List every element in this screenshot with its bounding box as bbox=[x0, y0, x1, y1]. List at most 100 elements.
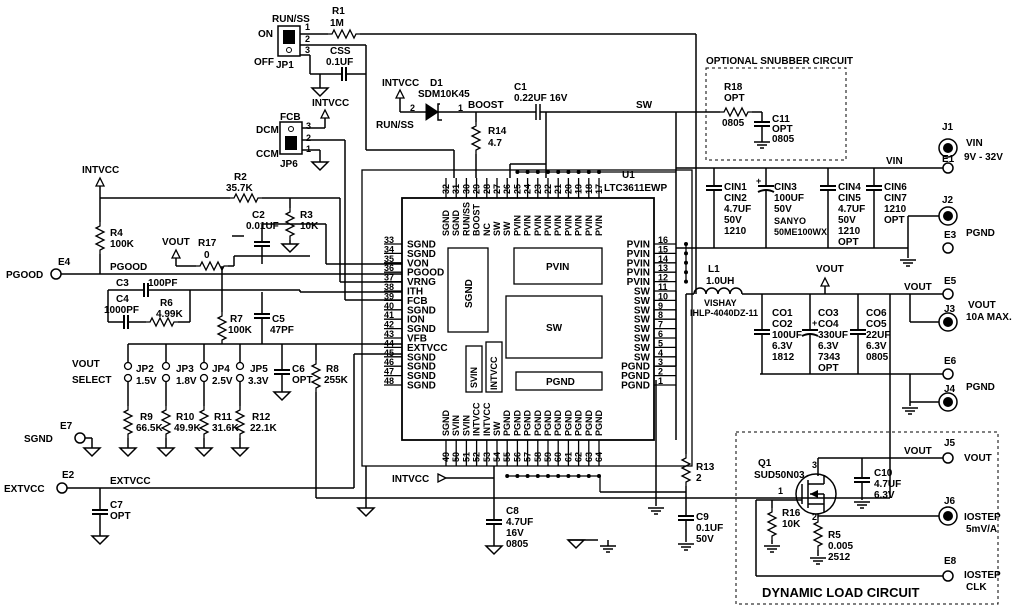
right-pin-num-10: 10 bbox=[658, 291, 668, 301]
e3-terminal[interactable] bbox=[942, 242, 954, 254]
bottom-pin-name-56: PGND bbox=[512, 409, 522, 436]
pgood-label: PGOOD bbox=[6, 270, 43, 281]
j5-terminal[interactable] bbox=[942, 452, 954, 464]
c10-capacitor bbox=[853, 467, 871, 493]
left-pin-name-35: VON bbox=[407, 258, 429, 269]
left-pin-name-40: SGND bbox=[407, 305, 436, 316]
svg-text:C9: C9 bbox=[696, 512, 709, 523]
e5-terminal[interactable] bbox=[942, 288, 954, 300]
r6-ref: R6 bbox=[160, 298, 173, 309]
right-pin-name-16: PVIN bbox=[627, 240, 650, 251]
left-pin-name-41: ION bbox=[407, 315, 425, 326]
svg-text:R12: R12 bbox=[252, 412, 271, 423]
vin-label: VIN bbox=[966, 138, 983, 149]
dynamic-load-title: DYNAMIC LOAD CIRCUIT bbox=[762, 585, 919, 600]
vout-select-label-1: VOUT bbox=[72, 359, 100, 370]
e4-ref: E4 bbox=[58, 257, 71, 268]
jp4-jumper[interactable] bbox=[199, 344, 209, 383]
svg-text:CO2: CO2 bbox=[772, 319, 793, 330]
extvcc-net: EXTVCC bbox=[110, 476, 151, 487]
jp2-jumper[interactable] bbox=[123, 344, 133, 383]
r10-resistor bbox=[161, 405, 171, 439]
e7-terminal[interactable] bbox=[74, 432, 86, 444]
left-pin-num-37: 37 bbox=[384, 273, 394, 283]
e2-terminal[interactable] bbox=[56, 482, 68, 494]
left-pin-name-42: SGND bbox=[407, 324, 436, 335]
vout-top-label: VOUT bbox=[816, 264, 844, 275]
pad-pgnd-label: PGND bbox=[546, 377, 575, 388]
left-pin-name-36: PGOOD bbox=[407, 268, 444, 279]
bottom-pin-name-63: PGND bbox=[584, 409, 594, 436]
c7-capacitor bbox=[91, 499, 109, 525]
bottom-pin-group: 49SGND50SVIN51SVIN52INTVCC53INTVCC54SW55… bbox=[441, 402, 604, 492]
clk-label: CLK bbox=[966, 582, 987, 593]
e4-terminal[interactable] bbox=[50, 268, 62, 280]
bottom-pin-num-58: 58 bbox=[533, 452, 543, 462]
svg-text:2: 2 bbox=[306, 133, 311, 143]
left-pin-name-47: SGND bbox=[407, 371, 436, 382]
r2-ref: R2 bbox=[234, 172, 247, 183]
svg-text:CIN3: CIN3 bbox=[774, 182, 797, 193]
r18-ref: R18 bbox=[724, 82, 743, 93]
right-pin-num-1: 1 bbox=[658, 376, 663, 386]
svg-text:1210: 1210 bbox=[724, 226, 747, 237]
fcb-title: FCB bbox=[280, 112, 301, 123]
e1-terminal[interactable] bbox=[942, 162, 954, 174]
c5-capacitor bbox=[253, 303, 271, 329]
right-pin-num-3: 3 bbox=[658, 357, 663, 367]
e6-terminal[interactable] bbox=[942, 368, 954, 380]
svg-text:JP5: JP5 bbox=[250, 364, 268, 375]
svg-text:1: 1 bbox=[306, 144, 311, 154]
svg-text:E6: E6 bbox=[944, 356, 957, 367]
svg-text:CIN6: CIN6 bbox=[884, 182, 907, 193]
bottom-pin-num-59: 59 bbox=[543, 452, 553, 462]
bottom-pin-name-54: SW bbox=[492, 421, 502, 436]
left-pin-num-39: 39 bbox=[384, 291, 394, 301]
right-pin-name-7: SW bbox=[634, 324, 651, 335]
bottom-pin-num-50: 50 bbox=[451, 452, 461, 462]
left-pin-num-45: 45 bbox=[384, 348, 394, 358]
svg-text:E3: E3 bbox=[944, 230, 957, 241]
right-pin-num-7: 7 bbox=[658, 320, 663, 330]
svg-text:7343: 7343 bbox=[818, 352, 841, 363]
right-pin-name-12: PVIN bbox=[627, 277, 650, 288]
svg-text:J2: J2 bbox=[942, 195, 954, 206]
svg-text:OPT: OPT bbox=[110, 511, 131, 522]
c8-capacitor bbox=[485, 509, 503, 535]
d1-diode bbox=[425, 103, 439, 121]
r13-resistor bbox=[681, 453, 691, 487]
extvcc-label: EXTVCC bbox=[4, 484, 45, 495]
svg-text:16V: 16V bbox=[506, 528, 524, 539]
co12-capacitor bbox=[754, 294, 770, 374]
jp5-jumper[interactable] bbox=[235, 344, 245, 383]
pad-svin bbox=[465, 345, 483, 393]
svg-text:CIN1: CIN1 bbox=[724, 182, 747, 193]
vout-select-label-2: SELECT bbox=[72, 375, 111, 386]
svg-text:1: 1 bbox=[458, 103, 463, 113]
svg-text:1210: 1210 bbox=[884, 204, 907, 215]
top-pin-num-20: 20 bbox=[563, 184, 573, 194]
left-pin-num-43: 43 bbox=[384, 329, 394, 339]
svg-text:22.1K: 22.1K bbox=[250, 423, 277, 434]
left-pin-num-41: 41 bbox=[384, 310, 394, 320]
svg-text:R10: R10 bbox=[176, 412, 195, 423]
e8-terminal[interactable] bbox=[942, 570, 954, 582]
snubber-title: OPTIONAL SNUBBER CIRCUIT bbox=[706, 56, 853, 67]
svg-text:CO1: CO1 bbox=[772, 308, 793, 319]
c6-capacitor bbox=[273, 359, 291, 385]
r4-resistor bbox=[95, 221, 105, 255]
co56-capacitor bbox=[850, 294, 866, 374]
left-pin-num-33: 33 bbox=[384, 235, 394, 245]
d1-part: SDM10K45 bbox=[418, 89, 470, 100]
svg-text:VISHAY: VISHAY bbox=[704, 298, 737, 308]
svg-text:Q1: Q1 bbox=[758, 458, 772, 469]
r14-resistor bbox=[471, 121, 481, 155]
svg-text:330UF: 330UF bbox=[818, 330, 848, 341]
c5-val: 47PF bbox=[270, 325, 294, 336]
jp3-jumper[interactable] bbox=[161, 344, 171, 383]
svg-text:6.3V: 6.3V bbox=[874, 490, 895, 501]
svg-text:CIN5: CIN5 bbox=[838, 193, 861, 204]
right-pin-num-4: 4 bbox=[658, 348, 663, 358]
bottom-pin-num-54: 54 bbox=[492, 452, 502, 462]
